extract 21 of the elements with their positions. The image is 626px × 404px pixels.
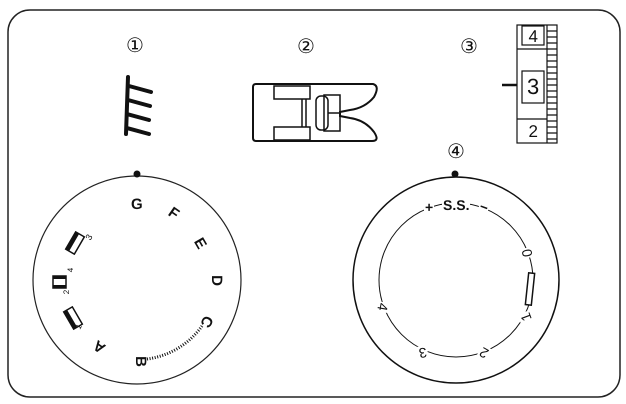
dial-letter: E — [191, 234, 209, 252]
scale-number: 3 — [527, 76, 540, 98]
dial-letter: G — [131, 196, 143, 212]
dial-number: 3 — [416, 345, 429, 361]
dial-number: 0 — [519, 246, 535, 260]
dial-letter: F — [165, 204, 182, 222]
dial-letter: B — [132, 356, 148, 366]
buttonhole-step: 3 — [84, 232, 94, 242]
callout-number: ③ — [460, 37, 478, 57]
buttonhole-step: 2 — [63, 290, 72, 294]
scale-number: 4 — [528, 28, 538, 44]
callout-number: ④ — [447, 142, 465, 162]
scale-number: 2 — [528, 122, 538, 140]
callout-number: ① — [126, 36, 144, 56]
callout-number: ② — [297, 37, 315, 57]
buttonhole-step: 4 — [67, 268, 76, 272]
dial-number: 1 — [518, 310, 534, 324]
dial-letter: A — [90, 336, 108, 356]
dial-letter: D — [208, 274, 224, 286]
dial-mark: S.S. — [442, 198, 470, 212]
dial-letter: C — [196, 312, 216, 330]
